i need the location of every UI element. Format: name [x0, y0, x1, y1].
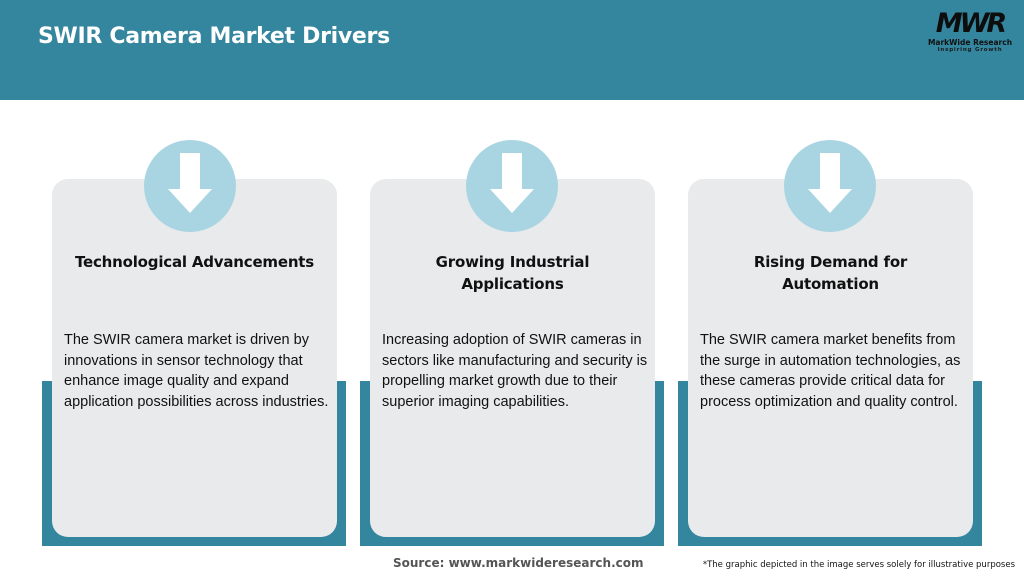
- card-panel: [52, 179, 337, 537]
- icon-circle: [784, 140, 876, 232]
- driver-card-rising-demand-automation: Rising Demand for Automation The SWIR ca…: [678, 140, 982, 550]
- card-description: Increasing adoption of SWIR cameras in s…: [382, 332, 648, 410]
- header-banner: SWIR Camera Market Drivers MWR MarkWide …: [0, 0, 1024, 100]
- logo-tagline: Inspiring Growth: [937, 47, 1003, 53]
- card-description: The SWIR camera market is driven by inno…: [64, 332, 329, 410]
- driver-card-technological-advancements: Technological Advancements The SWIR came…: [42, 140, 346, 550]
- card-title: Growing Industrial Applications: [435, 253, 590, 293]
- disclaimer-note: *The graphic depicted in the image serve…: [702, 560, 1015, 570]
- logo-name: MarkWide Research: [927, 38, 1013, 47]
- arrow-down-icon: [168, 153, 212, 213]
- company-logo: MWR MarkWide Research Inspiring Growth: [918, 10, 1022, 58]
- source-credit: Source: www.markwideresearch.com: [393, 556, 644, 570]
- icon-circle: [144, 140, 236, 232]
- icon-circle: [466, 140, 558, 232]
- arrow-down-icon: [808, 153, 852, 213]
- card-title: Rising Demand for Automation: [753, 253, 908, 293]
- arrow-down-icon: [490, 153, 534, 213]
- driver-card-growing-industrial-applications: Growing Industrial Applications Increasi…: [360, 140, 664, 550]
- logo-mark: MWR: [935, 8, 1007, 39]
- card-panel: [370, 179, 655, 537]
- card-title: Technological Advancements: [74, 253, 315, 271]
- card-description: The SWIR camera market benefits from the…: [700, 332, 961, 410]
- card-panel: [688, 179, 973, 537]
- page-title: SWIR Camera Market Drivers: [38, 24, 390, 49]
